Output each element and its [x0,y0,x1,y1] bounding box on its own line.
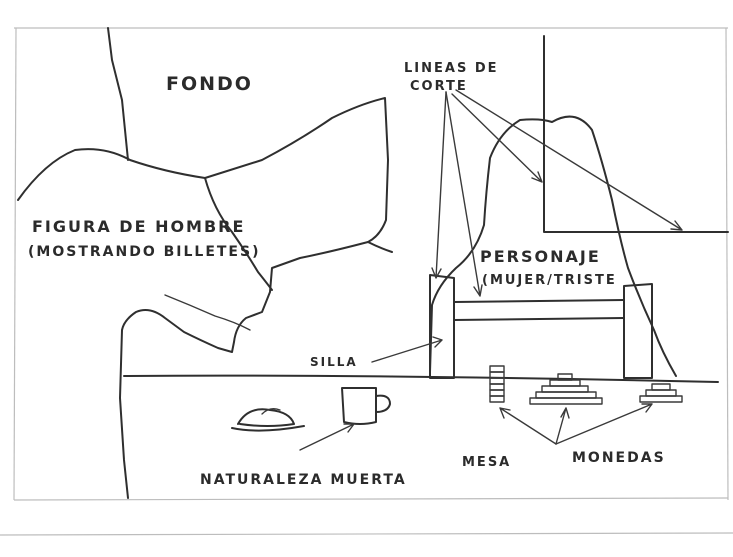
fondo-divider-line [107,27,129,161]
table-edge-line [123,374,719,383]
corner-rectangle [543,35,729,233]
man-arm-contour [204,177,273,291]
chair-back-mid-rail [453,317,625,321]
corte-arrow-to-figure [445,91,483,297]
chair-drawing [429,274,653,379]
naturaleza-arrow [299,423,355,451]
chair-right-post [623,283,653,379]
man-figure-outline [17,97,393,499]
cup-icon [341,387,377,425]
coin-pile-large-icon [529,373,603,405]
background-region [107,27,129,161]
bottom-scan-edge [13,497,729,501]
mesa-label: MESA [462,455,511,470]
coin-stack-tall-icon [489,365,505,403]
corner-rectangle-path [543,35,729,233]
plate-icon [231,425,305,432]
chair-left-post [429,274,455,379]
corte-arrow-to-left-post [431,91,447,279]
coin-stacks [489,365,683,405]
man-outline-path [17,97,389,499]
corte-arrow-to-corner [455,89,683,231]
fondo-label: FONDO [166,73,253,95]
still-life-objects [231,387,391,432]
page-edge-line [0,532,733,536]
man-inner-contour [164,294,251,331]
monedas-arrow-1 [499,407,557,445]
food-detail [261,407,281,415]
coin-pile-small-icon [639,383,683,403]
lineas-corte-label-line2: CORTE [410,79,468,94]
cup-handle-icon [375,394,391,413]
silla-arrow [371,336,443,363]
left-scan-edge [13,27,17,501]
naturaleza-muerta-label: NATURALEZA MUERTA [200,472,407,488]
monedas-arrow-3 [555,403,653,445]
personaje-label-line1: PERSONAJE [480,247,601,266]
chair-back-top-rail [453,299,625,303]
monedas-arrow-2 [555,407,570,445]
lineas-corte-label-line1: LINEAS DE [404,61,499,76]
pointer-arrows [299,89,683,451]
corte-arrow-to-rectangle [451,93,543,183]
figura-label-line2: (MOSTRANDO BILLETES) [28,244,260,260]
silla-label: SILLA [310,355,358,369]
food-on-plate-icon [237,408,295,427]
table-drawing [123,374,719,383]
diagram-labels: FONDO LINEAS DE CORTE FIGURA DE HOMBRE (… [28,61,666,488]
scan-edges [0,27,733,536]
monedas-label: MONEDAS [572,450,666,466]
right-scan-edge [725,27,729,501]
figura-label-line1: FIGURA DE HOMBRE [32,217,245,236]
personaje-label-line2: (MUJER/TRISTE [482,273,617,288]
man-hand-contour [367,241,393,253]
